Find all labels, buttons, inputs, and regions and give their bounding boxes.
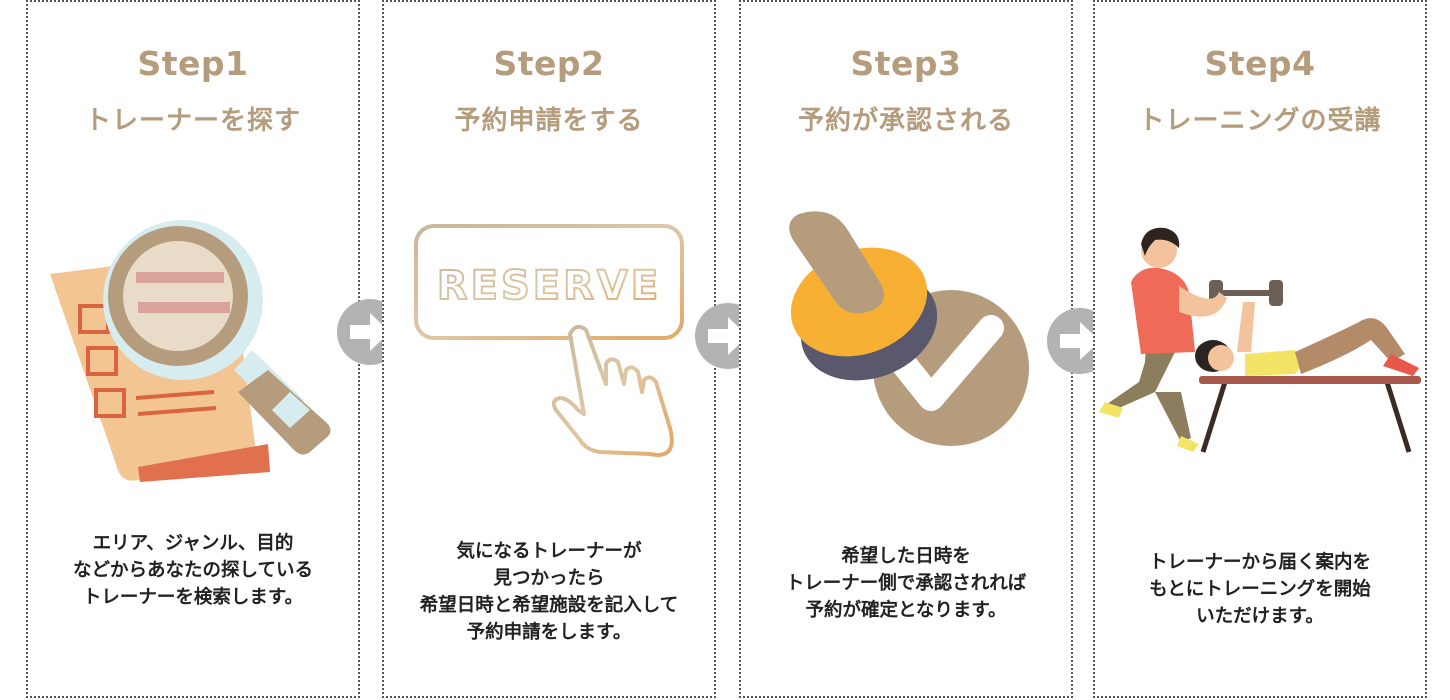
step-title: トレーナーを探す <box>84 106 301 136</box>
step-title: 予約が承認される <box>797 106 1014 136</box>
reserve-button-hand-icon: RESERVE <box>414 224 684 457</box>
desc-line: 予約申請をします。 <box>466 622 632 643</box>
magnifier-document-icon <box>50 220 331 482</box>
desc-line: などからあなたの探している <box>73 560 313 581</box>
desc-line: 希望した日時を <box>841 546 971 567</box>
step-label: Step1 <box>137 44 249 83</box>
step-card-3: Step3 予約が承認される 希望した日時を トレーナー側で承認されれば 予約が… <box>739 0 1073 698</box>
desc-line: 見つかったら <box>493 568 605 589</box>
reserve-button-text: RESERVE <box>437 263 661 309</box>
step-card-2: Step2 予約申請をする RESERVE 気になるトレーナーが 見つかったら … <box>382 0 716 698</box>
desc-line: 希望日時と希望施設を記入して <box>419 595 679 616</box>
step-description: エリア、ジャンル、目的 などからあなたの探している トレーナーを検索します。 <box>28 530 358 611</box>
step-title: トレーニングの受講 <box>1138 106 1382 136</box>
step-label: Step4 <box>1204 44 1316 83</box>
desc-line: トレーナーから届く案内を <box>1148 552 1371 573</box>
step-description: 希望した日時を トレーナー側で承認されれば 予約が確定となります。 <box>741 543 1071 624</box>
step-description: トレーナーから届く案内を もとにトレーニングを開始 いただけます。 <box>1095 549 1425 630</box>
desc-line: もとにトレーニングを開始 <box>1149 579 1371 600</box>
desc-line: トレーナーを検索します。 <box>82 587 304 608</box>
approval-stamp-icon <box>789 211 1029 446</box>
desc-line: エリア、ジャンル、目的 <box>92 533 294 554</box>
desc-line: トレーナー側で承認されれば <box>785 573 1027 594</box>
step-description: 気になるトレーナーが 見つかったら 希望日時と希望施設を記入して 予約申請をしま… <box>384 538 714 646</box>
desc-line: 気になるトレーナーが <box>456 541 642 562</box>
trainer-bench-press-icon <box>1099 227 1421 453</box>
step-label: Step3 <box>850 44 962 83</box>
step-title: 予約申請をする <box>454 106 644 136</box>
step-label: Step2 <box>493 44 605 83</box>
desc-line: いただけます。 <box>1196 606 1324 627</box>
step-card-1: Step1 トレーナーを探す エリア、ジャンル、目的 などからあなたの探している… <box>26 0 360 698</box>
step-card-4: Step4 トレーニングの受講 トレーナーから届く案内を もとにトレーニングを開… <box>1093 0 1427 698</box>
desc-line: 予約が確定となります。 <box>805 600 1007 621</box>
